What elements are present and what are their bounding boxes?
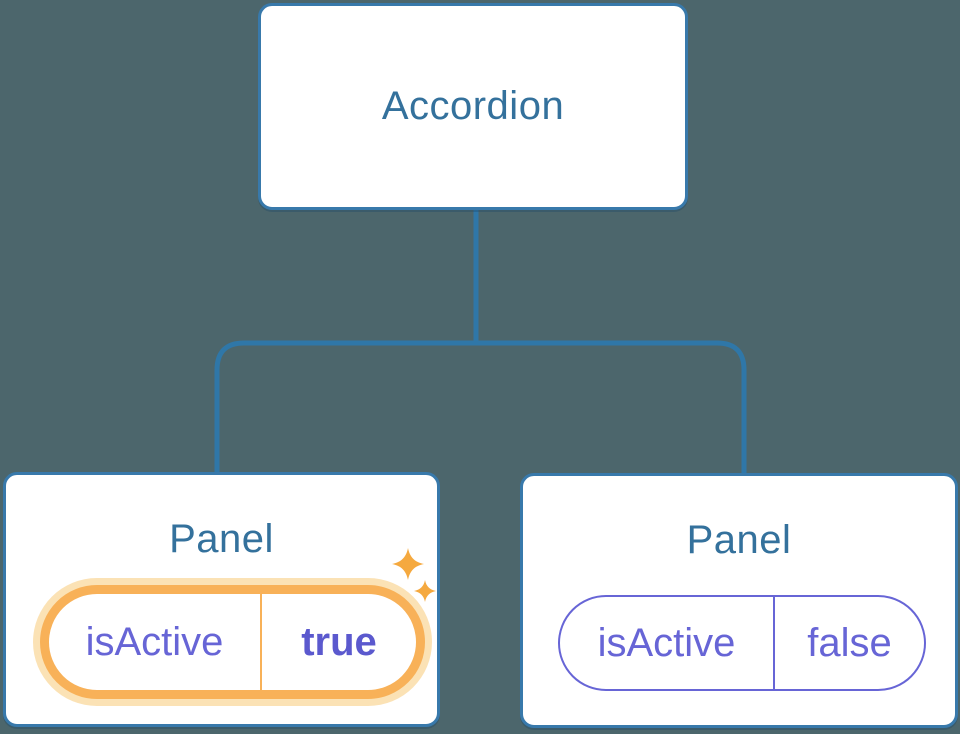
panel-node-title: Panel xyxy=(686,518,792,562)
connector-branch xyxy=(214,340,747,474)
state-value-label: false xyxy=(773,597,924,689)
panel-node-inactive: Panel isActive false xyxy=(520,473,958,728)
accordion-node-title: Accordion xyxy=(381,84,565,128)
panel-node-title: Panel xyxy=(169,517,274,561)
state-pill-inactive: isActive false xyxy=(558,595,926,691)
sparkle-icon-large xyxy=(392,547,424,581)
panel-node-active: Panel isActive true xyxy=(3,472,440,727)
state-name-label: isActive xyxy=(597,620,736,665)
sparkle-icon-small xyxy=(414,580,436,602)
accordion-node: Accordion xyxy=(258,3,688,210)
state-value-label: true xyxy=(260,594,416,690)
state-name-label: isActive xyxy=(85,619,224,664)
state-pill-active: isActive true xyxy=(40,585,425,699)
